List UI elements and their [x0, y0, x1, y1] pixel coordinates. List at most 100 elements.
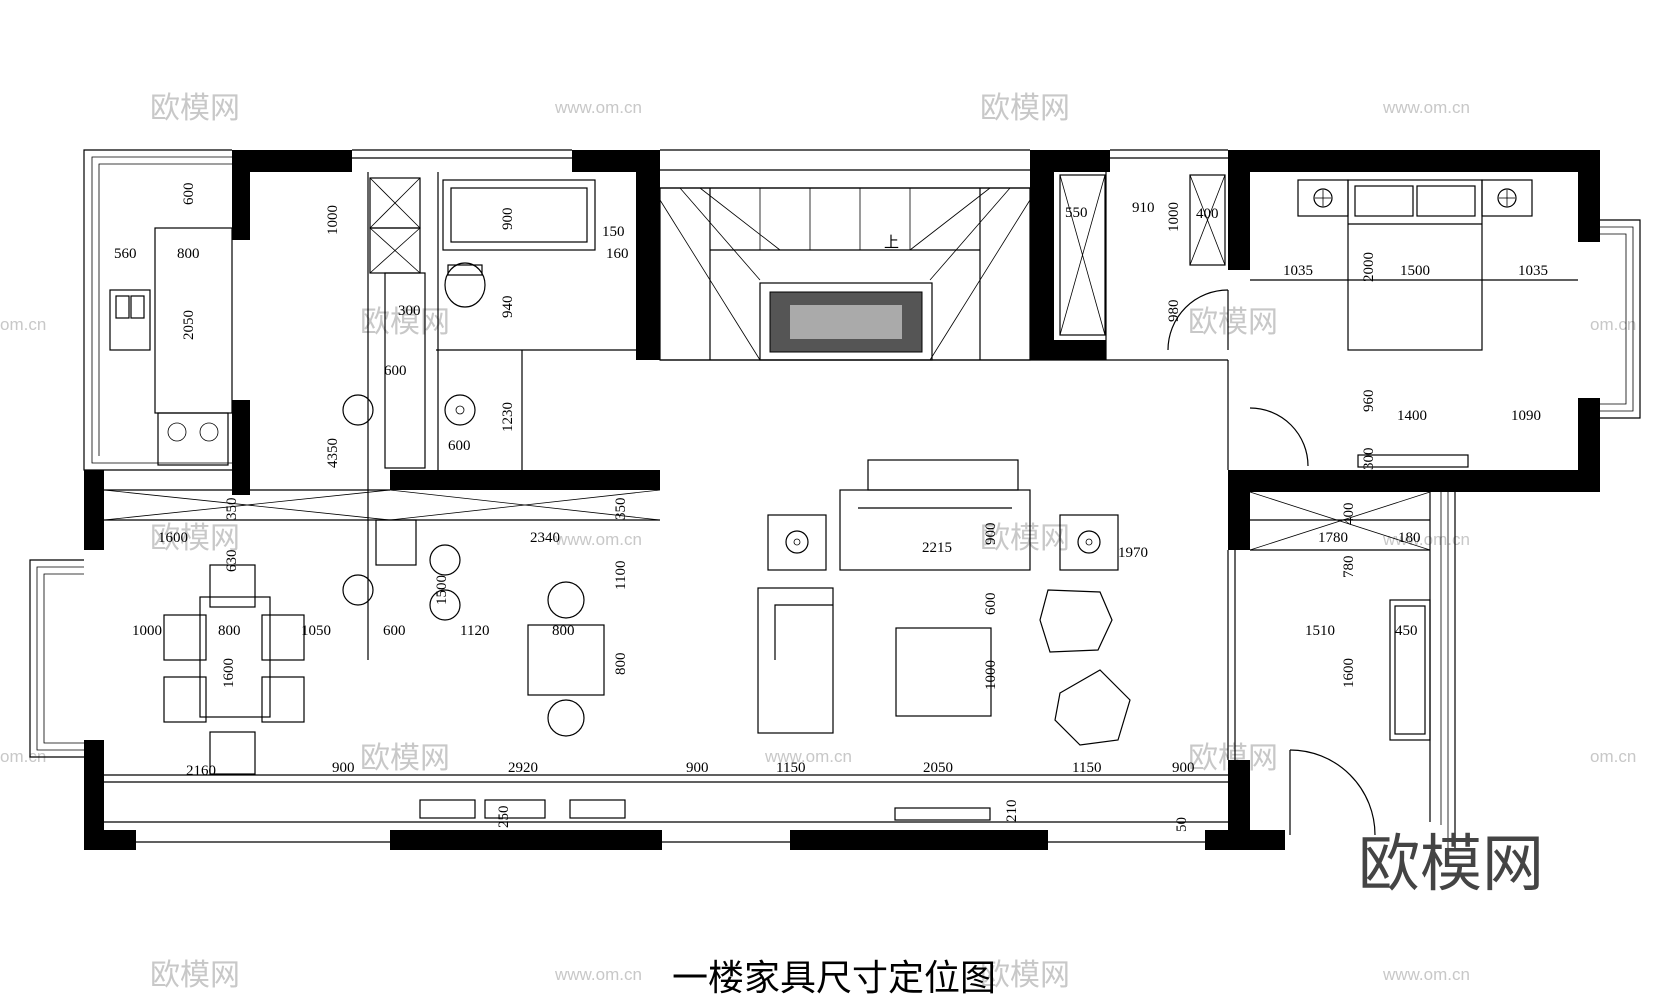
- stair-label: 上: [884, 234, 899, 251]
- dim-label: 630: [224, 550, 240, 573]
- bathroom: 900 150 160 940 1230 600: [442, 179, 629, 454]
- watermark-url: om.cn: [0, 747, 46, 766]
- dim-label: 940: [500, 296, 516, 319]
- dim-label: 980: [1166, 300, 1182, 323]
- dining-area: 350 1600 630 1000 800 1050 1600 2160: [103, 489, 391, 779]
- dim-label: 1000: [325, 205, 341, 235]
- dim-label: 960: [1361, 390, 1377, 413]
- dim-label: 350: [613, 498, 629, 521]
- dim-label: 1600: [158, 530, 188, 546]
- watermark-url: www.om.cn: [554, 965, 642, 984]
- dim-label: 1035: [1518, 263, 1548, 279]
- living-room: 2215 900 1970 600 1000: [757, 459, 1148, 746]
- interior-lines: [104, 149, 1578, 843]
- dim-label: 1780: [1318, 530, 1348, 546]
- watermark-brand: 欧模网: [980, 958, 1070, 993]
- bottom-dimensions: 900 2920 900 1150 2050 1150 900 250 210 …: [104, 760, 1228, 832]
- watermark-url: om.cn: [0, 315, 46, 334]
- dim-label: 1230: [500, 402, 516, 432]
- dim-label: 780: [1341, 556, 1357, 579]
- walls: [84, 150, 1600, 850]
- dim-label: 1100: [613, 561, 629, 590]
- dim-label: 550: [1065, 205, 1088, 221]
- dim-label: 1400: [1397, 408, 1427, 424]
- watermark-url: www.om.cn: [1382, 530, 1470, 549]
- watermark-url: om.cn: [1590, 315, 1636, 334]
- dim-label: 4350: [325, 438, 341, 468]
- dim-label: 450: [1395, 623, 1418, 639]
- dim-label: 600: [181, 183, 197, 206]
- dim-label: 2215: [922, 540, 952, 556]
- watermark-brand: 欧模网: [980, 521, 1070, 556]
- dim-label: 1150: [1072, 760, 1101, 776]
- island-area: 2340 350 1100 1500 600 1120 800 800: [383, 489, 661, 737]
- dim-label: 800: [613, 653, 629, 676]
- dim-label: 1000: [1166, 202, 1182, 232]
- dim-label: 1050: [301, 623, 331, 639]
- dim-label: 600: [448, 438, 471, 454]
- dim-label: 2000: [1361, 252, 1377, 282]
- dim-label: 1510: [1305, 623, 1335, 639]
- dim-label: 900: [686, 760, 709, 776]
- dim-label: 900: [1172, 760, 1195, 776]
- dim-label: 2050: [923, 760, 953, 776]
- watermark-url: www.om.cn: [554, 98, 642, 117]
- dim-label: 1000: [983, 660, 999, 690]
- dim-label: 1600: [221, 658, 237, 688]
- dim-label: 250: [496, 806, 512, 829]
- dim-label: 910: [1132, 200, 1155, 216]
- dim-label: 1500: [1400, 263, 1430, 279]
- dim-label: 210: [1004, 800, 1020, 823]
- dim-label: 900: [983, 523, 999, 546]
- brand-logo: 欧模网: [1358, 827, 1544, 900]
- watermark-brand: 欧模网: [360, 305, 450, 340]
- dim-label: 800: [218, 623, 241, 639]
- dim-label: 400: [1196, 206, 1219, 222]
- dim-label: 600: [384, 363, 407, 379]
- dim-label: 1035: [1283, 263, 1313, 279]
- dim-label: 1120: [460, 623, 489, 639]
- watermark-url: www.om.cn: [1382, 965, 1470, 984]
- dim-label: 350: [224, 498, 240, 521]
- dim-label: 900: [500, 208, 516, 231]
- dim-label: 2340: [530, 530, 560, 546]
- dim-label: 400: [1341, 503, 1357, 526]
- staircase: 上: [659, 187, 1031, 361]
- watermark-brand: 欧模网: [150, 958, 240, 993]
- dim-label: 1500: [434, 575, 450, 605]
- dim-label: 300: [398, 303, 421, 319]
- dim-label: 150: [602, 224, 625, 240]
- kitchen: 600 560 800 2050: [109, 183, 233, 466]
- dim-label: 600: [983, 593, 999, 616]
- watermark-url: www.om.cn: [554, 530, 642, 549]
- watermark-brand: 欧模网: [1188, 305, 1278, 340]
- watermark-url: om.cn: [1590, 747, 1636, 766]
- dim-label: 1970: [1118, 545, 1148, 561]
- study-room: 400 1780 180 780 1510 450 1600: [1249, 491, 1431, 836]
- watermark-brand: 欧模网: [360, 741, 450, 776]
- dim-label: 1150: [776, 760, 805, 776]
- watermark-url: www.om.cn: [764, 747, 852, 766]
- dim-label: 600: [383, 623, 406, 639]
- dim-label: 560: [114, 246, 137, 262]
- dim-label: 2050: [181, 310, 197, 340]
- storage-area: 1000 4350 300 600: [325, 177, 461, 621]
- dim-label: 1600: [1341, 658, 1357, 688]
- dim-label: 160: [606, 246, 629, 262]
- watermark-brand: 欧模网: [150, 521, 240, 556]
- dim-label: 1090: [1511, 408, 1541, 424]
- dim-label: 800: [177, 246, 200, 262]
- dim-label: 1000: [132, 623, 162, 639]
- drawing-title: 一楼家具尺寸定位图: [672, 958, 996, 999]
- dim-label: 300: [1361, 448, 1377, 471]
- closet: 550 910 1000 400 980: [1059, 174, 1229, 351]
- dim-label: 2160: [186, 763, 216, 779]
- dim-label: 2920: [508, 760, 538, 776]
- dim-label: 50: [1174, 817, 1190, 832]
- dim-label: 180: [1398, 530, 1421, 546]
- watermark-brand: 欧模网: [980, 91, 1070, 126]
- watermark-url: www.om.cn: [1382, 98, 1470, 117]
- watermark-layer: 欧模网 www.om.cn 欧模网 www.om.cn om.cn 欧模网 欧模…: [0, 91, 1636, 993]
- dim-label: 900: [332, 760, 355, 776]
